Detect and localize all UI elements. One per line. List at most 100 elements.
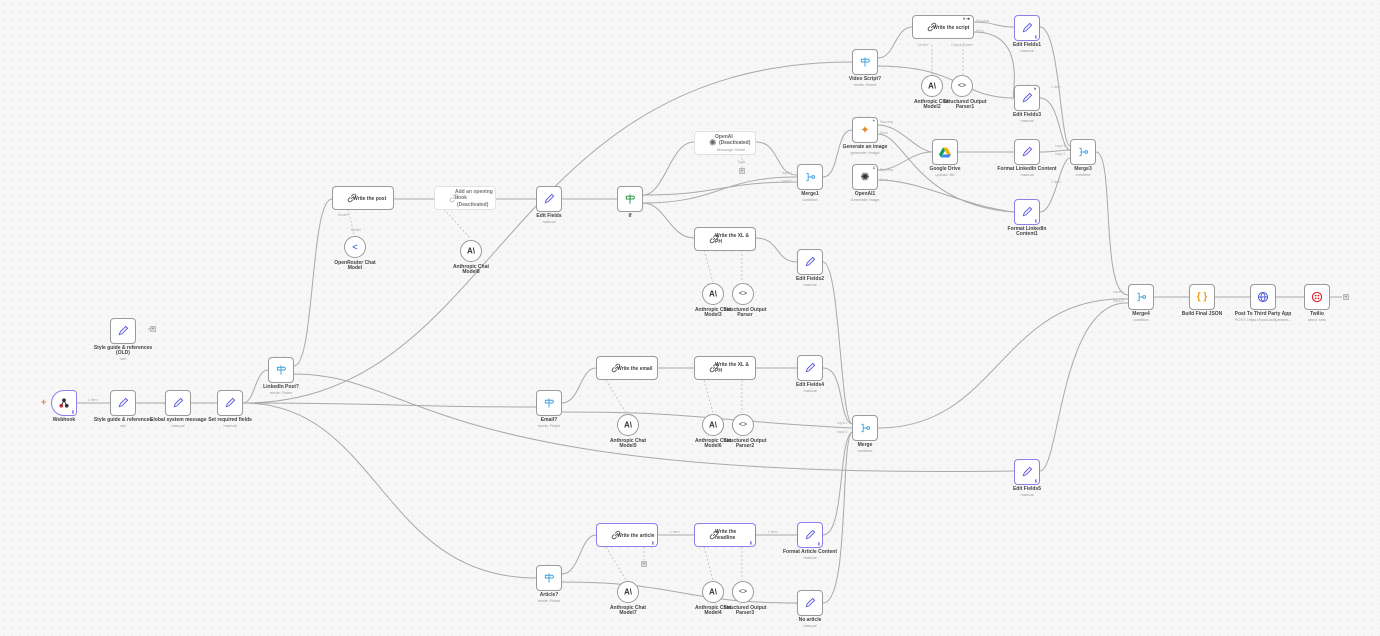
node-google-drive[interactable] — [932, 139, 958, 165]
anthropic-icon: A\ — [624, 587, 632, 597]
node-structured-output-parser[interactable]: <> — [732, 283, 754, 305]
node-title: Anthropic Chat — [694, 307, 732, 313]
add-tool-button[interactable]: + — [739, 168, 745, 174]
node-anthropic-model3[interactable]: A\ — [702, 283, 724, 305]
node-style-guide[interactable] — [110, 390, 136, 416]
node-webhook[interactable]: ▮ — [51, 390, 77, 416]
pencil-icon — [225, 397, 236, 409]
node-structured-output-parser1[interactable]: <> — [951, 75, 973, 97]
node-merge3[interactable] — [1070, 139, 1096, 165]
node-add-opening-hook[interactable]: Add an opening hook (Deactivated) — [434, 186, 496, 210]
port-label: input 1 — [837, 421, 848, 425]
pin-icon: ▮ — [71, 409, 74, 414]
node-subtitle: combine — [857, 448, 873, 453]
node-edit-fields3[interactable]: ⏸ — [1014, 85, 1040, 111]
node-generate-image[interactable]: ✦ + — [852, 117, 878, 143]
node-email-switch[interactable] — [536, 390, 562, 416]
node-title: Style guide & references — [93, 417, 153, 423]
port-label: Success — [880, 120, 894, 124]
node-write-the-post[interactable]: Write the post — [332, 186, 394, 210]
node-format-linkedin-content[interactable] — [1014, 139, 1040, 165]
badge-count: 1 — [872, 165, 875, 170]
node-anthropic-model5[interactable]: A\ — [617, 414, 639, 436]
pencil-icon — [173, 397, 184, 409]
merge-icon — [805, 172, 816, 183]
node-no-article[interactable] — [797, 590, 823, 616]
node-format-article-content[interactable]: ▮ — [797, 522, 823, 548]
node-title-line2: PH — [715, 368, 722, 374]
node-format-linkedin-content1[interactable]: ▮ — [1014, 199, 1040, 225]
node-twilio[interactable] — [1304, 284, 1330, 310]
node-anthropic-model4[interactable]: A\ — [702, 581, 724, 603]
node-merge1[interactable] — [797, 164, 823, 190]
pin-icon: ▮ — [1034, 478, 1037, 483]
node-edit-fields1[interactable]: ▮ — [1014, 15, 1040, 41]
node-title-line2: (OLD) — [116, 350, 130, 356]
pencil-icon — [805, 362, 816, 374]
node-edit-fields[interactable] — [536, 186, 562, 212]
edge-label: 1 item — [1051, 180, 1061, 184]
node-title: Structured Output — [723, 438, 767, 444]
node-title: Write the email — [617, 366, 653, 372]
node-anthropic-model7[interactable]: A\ — [617, 581, 639, 603]
node-openai-deactivated[interactable]: ✺ OpenAI (Deactivated) Message Model — [694, 131, 756, 155]
node-write-xl-ph-email[interactable]: Write the XL & PH — [694, 356, 756, 380]
node-subtitle: manual — [1020, 172, 1034, 177]
node-edit-fields4[interactable] — [797, 355, 823, 381]
node-subtitle: Message Model — [717, 147, 746, 152]
node-if[interactable] — [617, 186, 643, 212]
node-write-the-article[interactable]: Write the article ▮ — [596, 523, 658, 547]
port-label: Model* — [338, 213, 349, 217]
node-title: OpenRouter Chat — [334, 260, 376, 266]
add-output-parser-button[interactable]: + — [641, 561, 647, 567]
node-set-required-fields[interactable] — [217, 390, 243, 416]
node-write-the-script[interactable]: Write the script ⏸ ➜ — [912, 15, 974, 39]
node-merge4[interactable] — [1128, 284, 1154, 310]
node-openrouter-model[interactable]: < — [344, 236, 366, 258]
node-article-switch[interactable] — [536, 565, 562, 591]
node-write-the-email[interactable]: Write the email — [596, 356, 658, 380]
node-subtitle: generate: Image — [850, 150, 880, 155]
node-title: OpenAI — [715, 134, 733, 140]
add-node-button[interactable]: + — [1343, 294, 1349, 300]
node-title: Anthropic Chat — [694, 605, 732, 611]
add-node-button[interactable]: + — [150, 326, 156, 332]
node-anthropic-model6[interactable]: A\ — [702, 414, 724, 436]
node-style-guide-old[interactable] — [110, 318, 136, 344]
port-label: Error — [880, 178, 888, 182]
node-title: Edit Fields — [536, 213, 562, 219]
node-title-line2: Parser3 — [735, 610, 755, 616]
node-title: Edit Fields3 — [1012, 112, 1042, 118]
edge-label: 1 item — [1051, 85, 1061, 89]
node-write-xl-ph[interactable]: Write the XL & PH — [694, 227, 756, 251]
node-edit-fields2[interactable] — [797, 249, 823, 275]
node-video-script-switch[interactable] — [852, 49, 878, 75]
node-post-third-party[interactable] — [1250, 284, 1276, 310]
port-label: input 2 — [837, 430, 848, 434]
node-structured-output-parser3[interactable]: <> — [732, 581, 754, 603]
node-merge[interactable] — [852, 415, 878, 441]
node-anthropic-model8[interactable]: A\ — [460, 240, 482, 262]
node-write-the-headline[interactable]: Write the headline ▮ — [694, 523, 756, 547]
node-edit-fields5[interactable]: ▮ — [1014, 459, 1040, 485]
node-title: Email? — [540, 417, 558, 423]
chain-link-icon — [449, 193, 459, 203]
node-subtitle: set — [120, 356, 126, 361]
node-global-system-message[interactable] — [165, 390, 191, 416]
openrouter-icon: < — [352, 242, 358, 252]
node-build-final-json[interactable]: { } — [1189, 284, 1215, 310]
node-anthropic-model2[interactable]: A\ — [921, 75, 943, 97]
node-subtitle: manual — [1020, 118, 1034, 123]
node-structured-output-parser2[interactable]: <> — [732, 414, 754, 436]
pause-icon: ⏸ ➜ — [963, 16, 970, 21]
node-openai1[interactable]: ✺ 1 — [852, 164, 878, 190]
node-title-line2: Model — [347, 265, 363, 271]
node-title: Webhook — [52, 417, 76, 423]
chain-link-icon — [709, 234, 719, 244]
pencil-icon — [1022, 466, 1033, 478]
node-linkedin-post-switch[interactable] — [268, 357, 294, 383]
add-trigger-icon[interactable]: + — [41, 397, 47, 407]
pencil-icon — [118, 325, 129, 337]
node-subtitle: mode: Rules — [537, 423, 561, 428]
pin-icon: ▮ — [651, 540, 654, 545]
